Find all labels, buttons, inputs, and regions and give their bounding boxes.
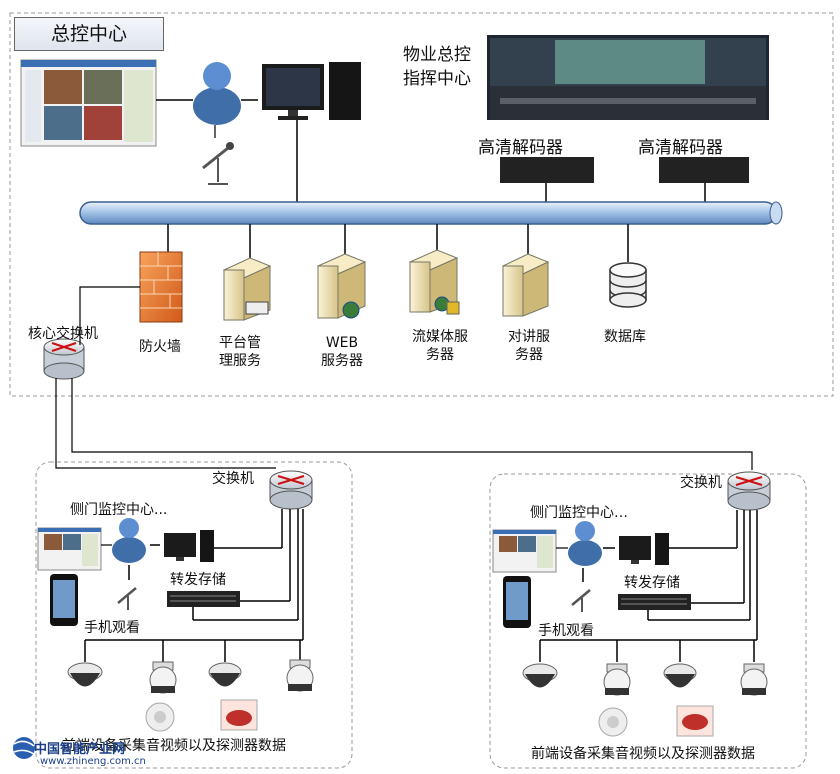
web-server-label: WEB 服务器 [312, 334, 372, 370]
decoder-device-left [500, 157, 594, 202]
intercom-server-icon [501, 253, 550, 317]
right-microphone-icon [571, 589, 591, 612]
left-camera-dome-1 [67, 662, 103, 687]
command-center-label-line2: 指挥中心 [403, 69, 471, 89]
left-switch-label: 交换机 [212, 471, 254, 487]
right-switch-label: 交换机 [680, 475, 722, 491]
core-switch-label: 核心交换机 [28, 326, 98, 342]
right-camera-ptz-2 [603, 663, 631, 696]
network-backbone-bus [79, 201, 783, 225]
right-site-region [489, 473, 807, 769]
right-storage-label: 转发存储 [624, 575, 680, 591]
right-monitor-center-label: 侧门监控中心… [530, 505, 628, 521]
monitoring-software-thumbnail [20, 59, 157, 147]
platform-server-icon [222, 257, 272, 321]
web-server-label-line2: 服务器 [321, 353, 363, 369]
right-workstation-icon [619, 533, 669, 565]
left-site-region [35, 461, 353, 769]
right-phone-icon [503, 576, 531, 628]
streaming-server-icon [408, 249, 460, 315]
left-camera-dome-3 [208, 662, 242, 687]
decoder-device-right [659, 157, 749, 202]
left-storage-label: 转发存储 [170, 572, 226, 588]
left-camera-ptz-2 [149, 661, 177, 694]
right-operator-icon [556, 521, 602, 566]
left-monitor-center-label: 侧门监控中心... [70, 502, 168, 518]
left-workstation-icon [164, 530, 214, 562]
decoder-right-label: 高清解码器 [638, 138, 723, 158]
control-center-region [9, 12, 834, 397]
firewall-icon [139, 251, 183, 323]
database-label: 数据库 [604, 329, 646, 345]
left-phone-icon [50, 574, 78, 626]
watermark-globe-icon [13, 737, 35, 759]
page-title: 总控中心 [14, 17, 164, 51]
intercom-server-label-line2: 务器 [515, 347, 543, 363]
right-camera-dome-1 [522, 663, 558, 688]
intercom-server-label: 对讲服 务器 [498, 328, 560, 364]
right-camera-dome-3 [663, 663, 697, 688]
bus-drop-lines [167, 224, 629, 262]
intercom-server-label-line1: 对讲服 [508, 329, 550, 345]
decoder-left-label: 高清解码器 [478, 138, 563, 158]
left-storage-icon [167, 591, 240, 607]
platform-server-label-line1: 平台管 [219, 335, 261, 351]
workstation-computer-icon [262, 62, 361, 202]
watermark-name: 中国智能产业网 [34, 742, 126, 757]
left-microphone-icon [117, 587, 137, 610]
core-switch-links [55, 286, 753, 470]
video-wall-image [487, 35, 769, 120]
right-storage-icon [618, 594, 691, 610]
firewall-label: 防火墙 [139, 339, 181, 355]
web-server-label-line1: WEB [325, 335, 359, 351]
right-motion-detector-icon [676, 705, 714, 737]
right-front-devices-label: 前端设备采集音视频以及探测器数据 [531, 746, 755, 762]
streaming-server-label-line1: 流媒体服 [412, 329, 468, 345]
database-icon [609, 262, 647, 308]
right-smoke-detector-icon [598, 707, 628, 737]
core-switch-icon [43, 338, 85, 380]
left-switch-icon [269, 470, 313, 510]
microphone-icon [202, 125, 234, 185]
left-operator-icon [101, 518, 146, 563]
left-smoke-detector-icon [145, 702, 175, 732]
platform-server-label: 平台管 理服务 [212, 334, 268, 370]
left-front-devices-label: 前端设备采集音视频以及探测器数据 [62, 738, 286, 754]
streaming-server-label-line2: 务器 [426, 347, 454, 363]
right-camera-ptz-4 [740, 663, 768, 696]
right-phone-label: 手机观看 [538, 623, 594, 639]
left-software-thumbnail [37, 527, 102, 571]
left-phone-label: 手机观看 [84, 620, 140, 636]
left-camera-ptz-4 [286, 659, 314, 692]
command-center-label-line1: 物业总控 [403, 45, 471, 65]
left-motion-detector-icon [220, 699, 258, 731]
watermark-url: www.zhineng.com.cn [40, 756, 146, 767]
streaming-server-label: 流媒体服 务器 [402, 328, 478, 364]
right-switch-icon [727, 471, 771, 511]
web-server-icon [316, 253, 367, 319]
right-software-thumbnail [492, 529, 557, 573]
platform-server-label-line2: 理服务 [219, 353, 261, 369]
operator-person-icon [156, 62, 258, 125]
right-site-links [539, 510, 758, 662]
